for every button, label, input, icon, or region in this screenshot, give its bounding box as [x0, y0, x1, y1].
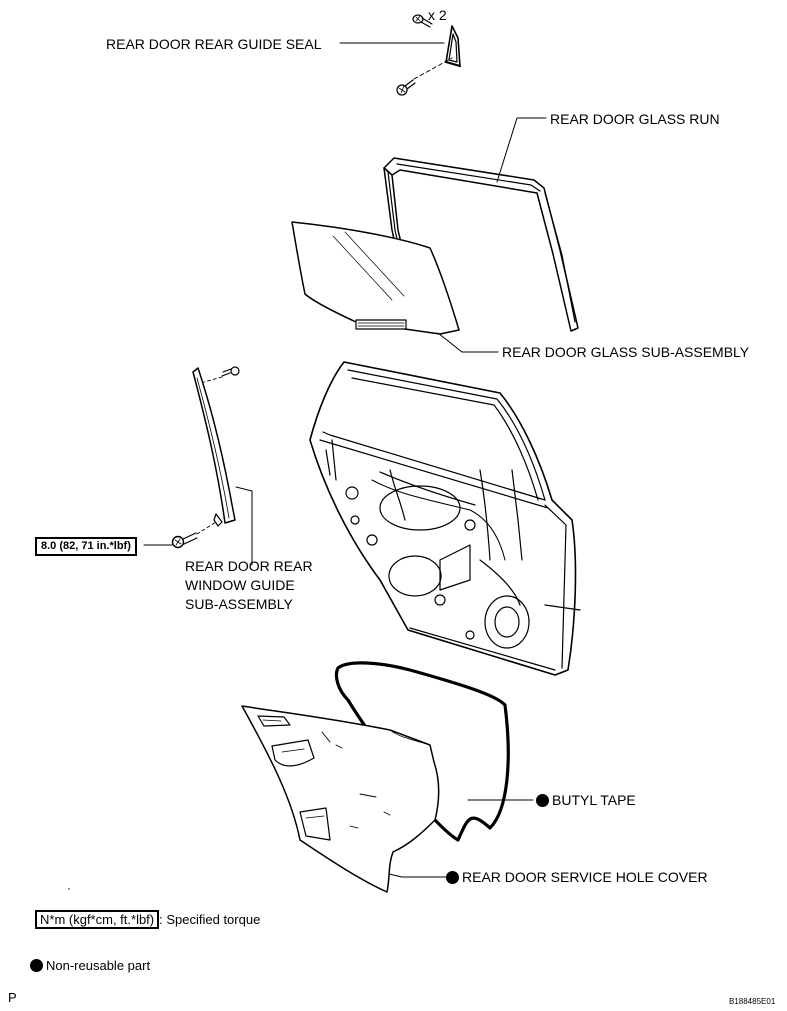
non-reusable-dot-icon	[446, 871, 459, 884]
legend-non-reusable-row: Non-reusable part	[30, 958, 150, 974]
legend-torque-units-box: N*m (kgf*cm, ft.*lbf)	[35, 910, 160, 929]
glass-run-leader-line	[496, 117, 547, 183]
rear-door-glass-sub-assembly-part	[291, 221, 460, 335]
figure-id: B188485E01	[729, 997, 776, 1006]
guide-seal-screw-top-icon	[412, 14, 433, 28]
window-guide-label-line3: SUB-ASSEMBLY	[185, 596, 293, 612]
window-guide-label-line1: REAR DOOR REAR	[185, 558, 313, 574]
service-hole-cover-callout: REAR DOOR SERVICE HOLE COVER	[446, 869, 708, 885]
guide-seal-label: REAR DOOR REAR GUIDE SEAL	[106, 36, 322, 52]
service-hole-cover-leader-line	[388, 873, 447, 878]
service-hole-cover-part	[241, 705, 440, 893]
non-reusable-dot-icon	[30, 959, 43, 972]
window-guide-bolt-icon	[171, 532, 198, 549]
non-reusable-dot-icon	[536, 794, 549, 807]
window-guide-bolt-dash	[196, 521, 217, 535]
glass-sub-assembly-leader-line	[437, 332, 499, 353]
glass-sub-assembly-label: REAR DOOR GLASS SUB-ASSEMBLY	[502, 344, 750, 360]
rear-door-panel-part	[309, 361, 581, 676]
legend-torque-row: N*m (kgf*cm, ft.*lbf): Specified torque	[35, 910, 261, 929]
service-hole-cover-label: REAR DOOR SERVICE HOLE COVER	[462, 869, 708, 885]
window-guide-leader-line	[235, 486, 253, 566]
corner-letter: P	[8, 990, 17, 1005]
torque-spec-box: 8.0 (82, 71 in.*lbf)	[35, 537, 137, 556]
butyl-tape-callout: BUTYL TAPE	[536, 792, 636, 808]
window-guide-label-line2: WINDOW GUIDE	[185, 577, 295, 593]
window-guide-screw-top-icon	[221, 366, 240, 377]
butyl-tape-label: BUTYL TAPE	[552, 792, 636, 808]
screw-dashed-leader	[413, 57, 453, 80]
screw-count-label: x 2	[428, 7, 447, 23]
glass-run-label: REAR DOOR GLASS RUN	[550, 111, 720, 127]
window-guide-top-dash	[203, 376, 223, 383]
rear-window-guide-part	[192, 367, 236, 527]
legend-non-reusable-text: Non-reusable part	[46, 958, 151, 973]
guide-seal-screw-bottom-icon	[396, 79, 416, 96]
legend-torque-description: : Specified torque	[159, 912, 261, 927]
rear-guide-seal-part	[444, 25, 462, 68]
